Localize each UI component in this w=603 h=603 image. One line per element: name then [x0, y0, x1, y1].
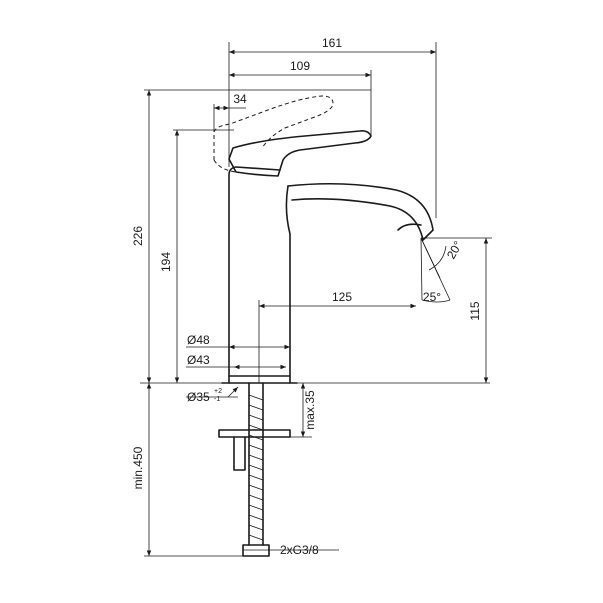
- dim-g38: 2xG3/8: [269, 543, 339, 557]
- fixing-assembly: [218, 382, 291, 557]
- dim-161: 161: [228, 36, 437, 218]
- dim-angles: 20° 25°: [420, 237, 465, 304]
- dim-226-label: 226: [131, 226, 145, 246]
- dim-dia48: Ø48: [186, 333, 290, 350]
- angle-25-label: 25°: [423, 290, 441, 304]
- dim-125-label: 125: [332, 290, 352, 304]
- dim-109: 109: [229, 59, 372, 136]
- dim-109-label: 109: [290, 59, 310, 73]
- dim-115: 115: [421, 237, 492, 383]
- dim-min450: min.450: [131, 383, 269, 557]
- dim-dia48-label: Ø48: [187, 333, 210, 347]
- dim-34-label: 34: [233, 92, 247, 106]
- lever-handle: [228, 130, 372, 177]
- dim-max35-label: max.35: [303, 390, 317, 430]
- dim-dia35-tol-upper: +2: [214, 388, 222, 395]
- dim-dia35-tol-lower: -1: [214, 396, 220, 403]
- dim-max35: max.35: [290, 383, 317, 438]
- lever-raised-position: [213, 95, 334, 173]
- dim-226: 226: [131, 89, 371, 383]
- dim-dia43-label: Ø43: [187, 353, 210, 367]
- dim-g38-label: 2xG3/8: [280, 543, 319, 557]
- dim-dia35-label: Ø35: [187, 390, 210, 404]
- dim-34: 34: [213, 92, 247, 132]
- dim-125: 125: [258, 290, 416, 383]
- angle-20-label: 20°: [444, 238, 465, 261]
- dim-dia35: Ø35 +2 -1: [186, 386, 239, 404]
- faucet-outline: [221, 166, 434, 384]
- dim-dia43: Ø43: [186, 353, 286, 370]
- dim-194: 194: [159, 129, 234, 383]
- dim-115-label: 115: [468, 301, 482, 320]
- dim-161-label: 161: [322, 36, 342, 50]
- dim-min450-label: min.450: [131, 446, 145, 489]
- dim-194-label: 194: [159, 252, 173, 272]
